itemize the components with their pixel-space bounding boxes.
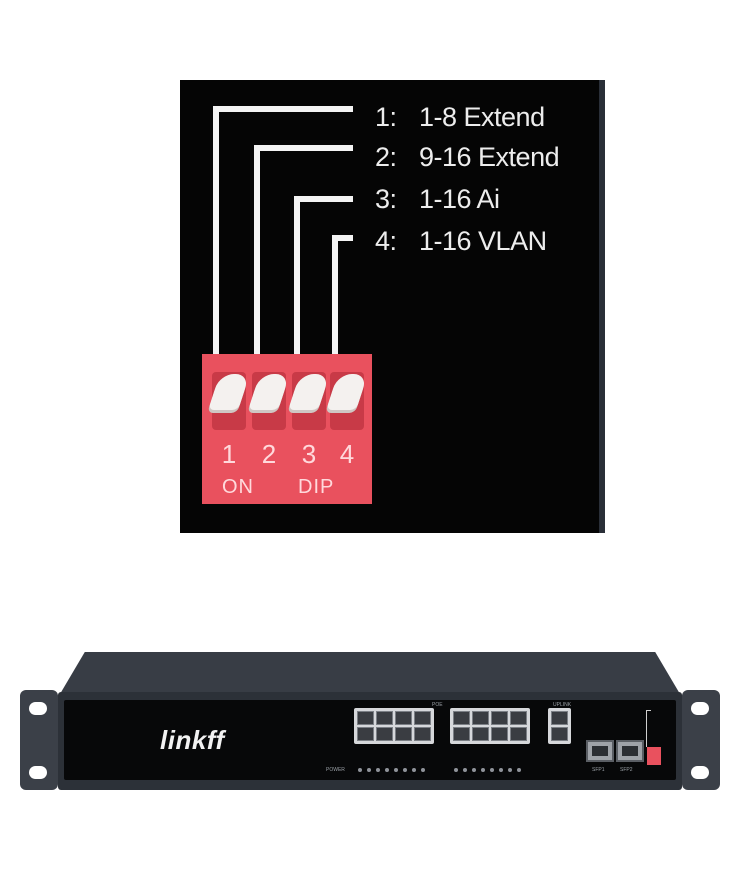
status-led <box>472 768 476 772</box>
sfp1-label: SFP1 <box>592 767 605 773</box>
lead-line-4 <box>332 235 353 356</box>
panel-edge <box>599 80 605 533</box>
mount-hole <box>29 702 47 715</box>
poe-leds-9-16 <box>454 768 521 772</box>
dip-toggle-1[interactable] <box>208 372 250 430</box>
status-led <box>490 768 494 772</box>
chassis-top <box>60 652 680 694</box>
switch-number-4: 4 <box>339 439 355 469</box>
legend-text: 9-16 Extend <box>419 142 560 172</box>
ethernet-port[interactable] <box>510 711 527 725</box>
ethernet-port[interactable] <box>491 711 508 725</box>
ethernet-port[interactable] <box>491 727 508 741</box>
legend-number: 1: <box>375 102 397 132</box>
status-led <box>421 768 425 772</box>
lead-line-1 <box>213 106 353 356</box>
legend-line-3: 3: 1-16 Ai <box>375 184 500 215</box>
status-led <box>376 768 380 772</box>
mount-hole <box>29 766 47 779</box>
dip-toggle-4[interactable] <box>326 372 368 430</box>
legend-text: 1-8 Extend <box>419 102 545 132</box>
status-led <box>481 768 485 772</box>
toggle-lever <box>326 374 368 410</box>
rack-ear-left <box>20 690 58 790</box>
toggle-lever <box>288 374 330 410</box>
legend-number: 3: <box>375 184 397 214</box>
sfp-port-1[interactable] <box>586 740 614 762</box>
legend-number: 4: <box>375 226 397 256</box>
status-led <box>385 768 389 772</box>
ethernet-port[interactable] <box>510 727 527 741</box>
legend-line-4: 4: 1-16 VLAN <box>375 226 547 257</box>
network-switch: linkff POE UPLINK POWER SFP1 SFP2 <box>20 650 720 800</box>
ethernet-port[interactable] <box>376 711 393 725</box>
poe-leds-1-8 <box>358 768 425 772</box>
toggle-lever <box>208 374 250 410</box>
status-led <box>358 768 362 772</box>
legend-number: 2: <box>375 142 397 172</box>
switch-number-2: 2 <box>261 439 277 469</box>
uplink-port[interactable] <box>551 711 568 725</box>
dip-label: DIP <box>298 476 335 498</box>
toggle-lever <box>248 374 290 410</box>
legend-line-2: 2: 9-16 Extend <box>375 142 560 173</box>
dip-toggle-3[interactable] <box>288 372 330 430</box>
status-led <box>463 768 467 772</box>
brand-logo: linkff <box>160 725 225 755</box>
status-led <box>517 768 521 772</box>
status-led <box>394 768 398 772</box>
legend-text: 1-16 Ai <box>419 184 500 214</box>
legend-text: 1-16 VLAN <box>419 226 547 256</box>
status-led <box>412 768 416 772</box>
lead-line-2 <box>254 145 353 356</box>
status-led <box>508 768 512 772</box>
uplink-label: UPLINK <box>553 702 572 708</box>
ethernet-port[interactable] <box>453 711 470 725</box>
dip-toggle-2[interactable] <box>248 372 290 430</box>
rack-ear-right <box>682 690 720 790</box>
status-led <box>499 768 503 772</box>
poe-ports-1-8 <box>354 708 434 744</box>
dip-closeup-panel: 1: 1-8 Extend 2: 9-16 Extend 3: 1-16 Ai 4: 1… <box>180 80 605 533</box>
lead-line-3 <box>294 196 353 356</box>
sfp-port-2[interactable] <box>616 740 644 762</box>
ethernet-port[interactable] <box>357 727 374 741</box>
uplink-ports <box>548 708 571 744</box>
status-led <box>367 768 371 772</box>
switch-number-3: 3 <box>301 439 317 469</box>
dip-switch: 1 2 3 4 ON DIP <box>202 354 372 504</box>
poe-label: POE <box>432 702 443 708</box>
mini-dip-switch[interactable] <box>647 747 661 765</box>
ethernet-port[interactable] <box>395 711 412 725</box>
mount-hole <box>691 702 709 715</box>
mount-hole <box>691 766 709 779</box>
sfp2-label: SFP2 <box>620 767 633 773</box>
ethernet-port[interactable] <box>472 727 489 741</box>
ethernet-port[interactable] <box>395 727 412 741</box>
ethernet-port[interactable] <box>472 711 489 725</box>
poe-ports-9-16 <box>450 708 530 744</box>
ethernet-port[interactable] <box>376 727 393 741</box>
status-led <box>454 768 458 772</box>
ethernet-port[interactable] <box>357 711 374 725</box>
ethernet-port[interactable] <box>453 727 470 741</box>
power-label: POWER <box>326 767 345 773</box>
mini-dip-leads <box>646 710 651 747</box>
uplink-port[interactable] <box>551 727 568 741</box>
switch-number-1: 1 <box>221 439 237 469</box>
on-label: ON <box>222 476 254 498</box>
legend-line-1: 1: 1-8 Extend <box>375 102 545 133</box>
ethernet-port[interactable] <box>414 711 431 725</box>
status-led <box>403 768 407 772</box>
ethernet-port[interactable] <box>414 727 431 741</box>
